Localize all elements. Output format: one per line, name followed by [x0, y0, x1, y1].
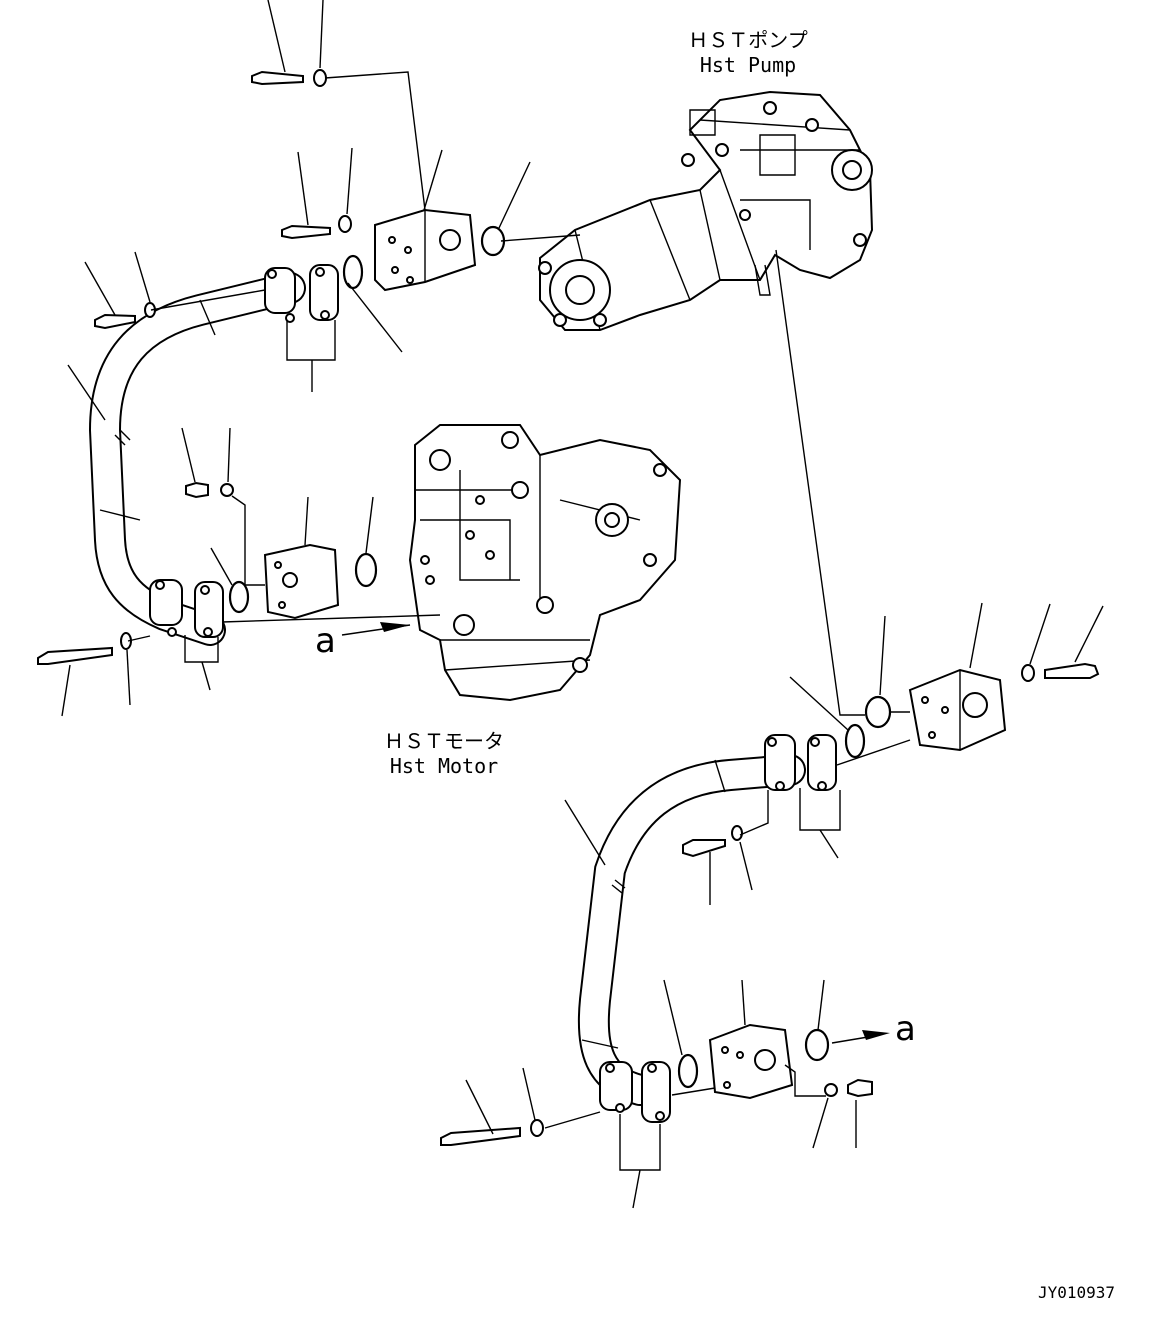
reference-a-motor: a — [315, 621, 336, 661]
hst-motor — [408, 424, 682, 702]
pump-label-jp: ＨＳＴポンプ — [688, 28, 807, 52]
pump-label-en: Hst Pump — [700, 53, 796, 77]
hose-assembly-right — [440, 662, 1100, 1146]
drawing-number: JY010937 — [1038, 1283, 1115, 1302]
hose-assembly-left — [37, 69, 506, 665]
leader-lines — [61, 0, 1104, 1209]
motor-label-en: Hst Motor — [390, 754, 498, 778]
reference-a-hose: a — [895, 1009, 916, 1049]
motor-label-jp: ＨＳＴモータ — [384, 729, 504, 753]
hst-pump — [538, 90, 874, 331]
